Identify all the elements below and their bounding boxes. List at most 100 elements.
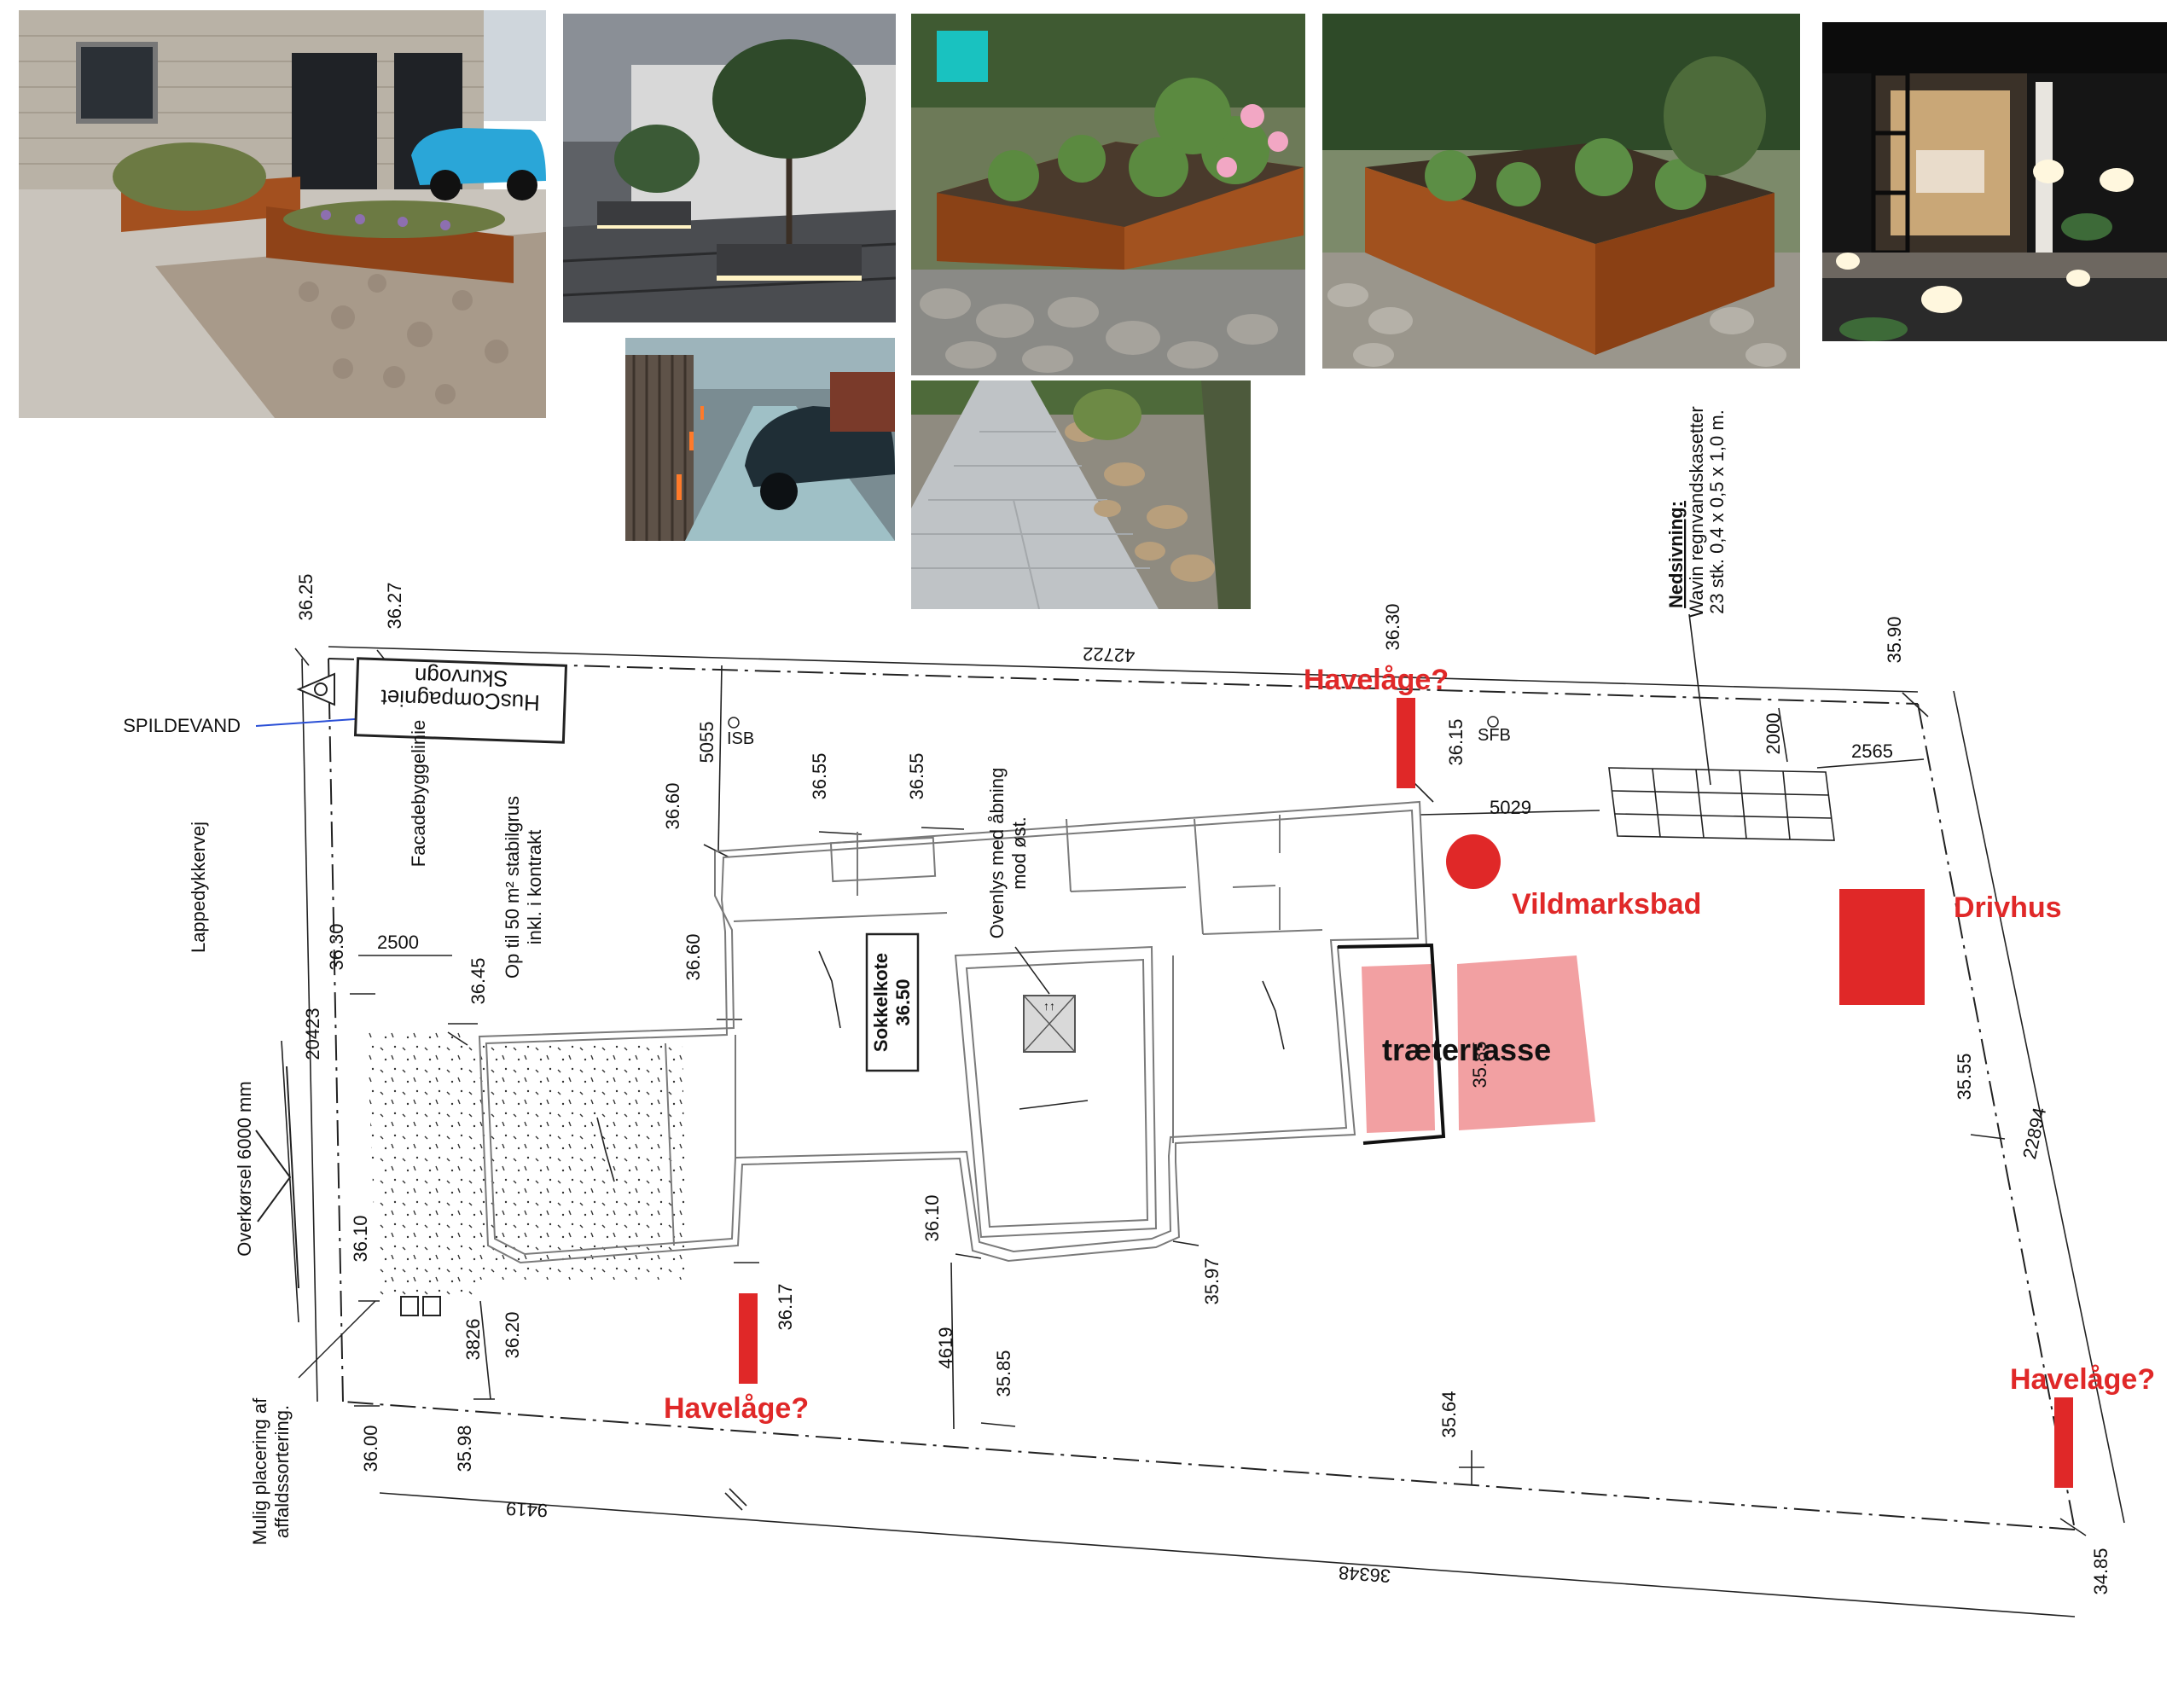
- sewer-pointer-line: [255, 717, 368, 727]
- skylight-leader: [1014, 946, 1050, 995]
- greenhouse-label: Drivhus: [1954, 891, 2062, 924]
- photo-raised-beds-illustration: [911, 14, 1305, 375]
- gate-marker-south: [739, 1293, 758, 1384]
- photo-lit-planter-courtyard: [563, 14, 896, 322]
- house-outline: [478, 800, 1428, 1264]
- dim-22894: 22894: [2018, 1106, 2050, 1161]
- driveway-entry-marker: [255, 1066, 299, 1289]
- wildbath-marker: [1446, 834, 1501, 889]
- level-35-90: 35.90: [1884, 616, 1905, 663]
- waste-leader: [298, 1300, 376, 1379]
- skylight: ↑↑: [1023, 995, 1076, 1053]
- gate-label-south: Havelåge?: [664, 1392, 809, 1425]
- level-36-25: 36.25: [295, 573, 317, 620]
- waste-note-line1: Mulig placering af: [249, 1397, 270, 1545]
- dim-42722: 42722: [1083, 643, 1136, 666]
- sokkel-label: Sokkelkote: [870, 953, 892, 1052]
- dim-5055: 5055: [696, 722, 717, 764]
- dim-9419: 9419: [506, 1498, 549, 1522]
- property-boundary: [328, 658, 2076, 1530]
- dim-2000: 2000: [1763, 713, 1784, 755]
- drain-note-line2: 23 stk. 0,4 x 0,5 x 1,0 m.: [1706, 409, 1728, 614]
- isb-label: ISB: [727, 729, 754, 748]
- gate-marker-north: [1397, 698, 1415, 788]
- level-36-30-top: 36.30: [1382, 603, 1403, 650]
- level-36-55-a: 36.55: [809, 752, 830, 799]
- level-35-55: 35.55: [1954, 1053, 1975, 1100]
- dim-2500: 2500: [377, 932, 419, 953]
- rainwater-tanks: [1608, 613, 1835, 841]
- wildbath-label: Vildmarksbad: [1512, 888, 1701, 920]
- photo-garden-cabin-lights: [1822, 22, 2167, 341]
- facade-line-label: Facadebyggelinie: [408, 720, 429, 867]
- level-36-20: 36.20: [502, 1311, 523, 1358]
- skylight-note-line2: mod øst.: [1008, 816, 1030, 890]
- dimension-labels: 42722 5055 2000 2565 5029 2500 20423 382…: [302, 643, 2050, 1587]
- sewer-label: SPILDEVAND: [123, 715, 241, 736]
- gate-label-north: Havelåge?: [1304, 664, 1449, 696]
- level-36-10-left: 36.10: [350, 1215, 371, 1262]
- gate-label-east: Havelåge?: [2010, 1363, 2155, 1396]
- sokkel-box: Sokkelkote 36.50: [865, 932, 920, 1072]
- red-features: [739, 698, 2073, 1488]
- sewer-marker: [296, 672, 335, 706]
- photo-paved-path-cobbles: [911, 380, 1251, 609]
- isb-marker: [728, 717, 740, 729]
- drain-title: Nedsivning:: [1665, 501, 1687, 608]
- level-35-98: 35.98: [454, 1425, 475, 1472]
- level-36-45: 36.45: [468, 957, 489, 1004]
- skylight-note-line1: Ovenlys med åbning: [986, 768, 1008, 939]
- level-36-17: 36.17: [775, 1283, 796, 1330]
- level-36-15: 36.15: [1445, 718, 1467, 765]
- gravel-area-inner: [471, 1045, 687, 1280]
- street-label: Lappedykkervej: [188, 822, 209, 953]
- level-36-60-mid: 36.60: [682, 933, 704, 980]
- wood-terrace: [1337, 943, 1595, 1145]
- sokkel-value: 36.50: [892, 979, 914, 1025]
- dim-2565: 2565: [1851, 740, 1893, 762]
- level-35-97: 35.97: [1201, 1257, 1223, 1304]
- drain-note-line1: Wavin regnvandskasetter: [1686, 406, 1707, 617]
- waste-note-line2: affaldssortering.: [271, 1405, 293, 1538]
- site-shed: HusCompagniet Skurvogn: [353, 657, 568, 744]
- level-36-30-left: 36.30: [326, 923, 347, 970]
- level-34-85: 34.85: [2090, 1548, 2111, 1594]
- level-35-85-b: 35.85: [1469, 1041, 1490, 1088]
- gate-marker-east: [2054, 1397, 2073, 1488]
- level-36-27: 36.27: [384, 582, 405, 629]
- photo-paved-path-illustration: [911, 380, 1251, 609]
- photo-corner-raised-bed: [1322, 14, 1800, 369]
- shed-label-company: HusCompagniet: [380, 685, 540, 717]
- dim-5029: 5029: [1490, 797, 1531, 818]
- waste-bins-icon: [400, 1296, 441, 1316]
- level-36-55-b: 36.55: [906, 752, 927, 799]
- shed-label-trailer: Skurvogn: [414, 663, 508, 692]
- photo-driveway-illustration: [19, 10, 546, 418]
- photo-lit-path-car: [625, 338, 895, 541]
- photo-driveway-corten-planters: [19, 10, 546, 418]
- dim-20423: 20423: [302, 1008, 323, 1060]
- gravel-note-line2: inkl. i kontrakt: [524, 830, 545, 945]
- level-35-64: 35.64: [1438, 1391, 1460, 1437]
- level-labels: 36.25 36.27 36.30 35.90 36.60 36.55 36.5…: [295, 573, 2111, 1594]
- dim-3826: 3826: [462, 1319, 484, 1361]
- dimension-lines: [281, 646, 2125, 1617]
- level-36-00: 36.00: [360, 1425, 381, 1472]
- photo-corner-bed-illustration: [1322, 14, 1800, 369]
- dim-4619: 4619: [935, 1327, 956, 1369]
- terrace-label: træterrasse: [1382, 1032, 1551, 1067]
- level-35-85-a: 35.85: [993, 1350, 1014, 1397]
- greenhouse-marker: [1839, 889, 1925, 1005]
- photo-courtyard-illustration: [563, 14, 896, 322]
- photo-cabin-illustration: [1822, 22, 2167, 341]
- sfb-label: SFB: [1478, 726, 1511, 745]
- dim-36348: 36348: [1338, 1562, 1391, 1587]
- gravel-note-line1: Op til 50 m² stabilgrus: [502, 796, 523, 979]
- stair-symbols: [596, 950, 1285, 1182]
- skylight-arrows: ↑↑: [1043, 999, 1055, 1013]
- driveway-label: Overkørsel 6000 mm: [234, 1081, 255, 1256]
- sfb-marker: [1487, 716, 1499, 728]
- photo-raised-beds-cobbles: [911, 14, 1305, 375]
